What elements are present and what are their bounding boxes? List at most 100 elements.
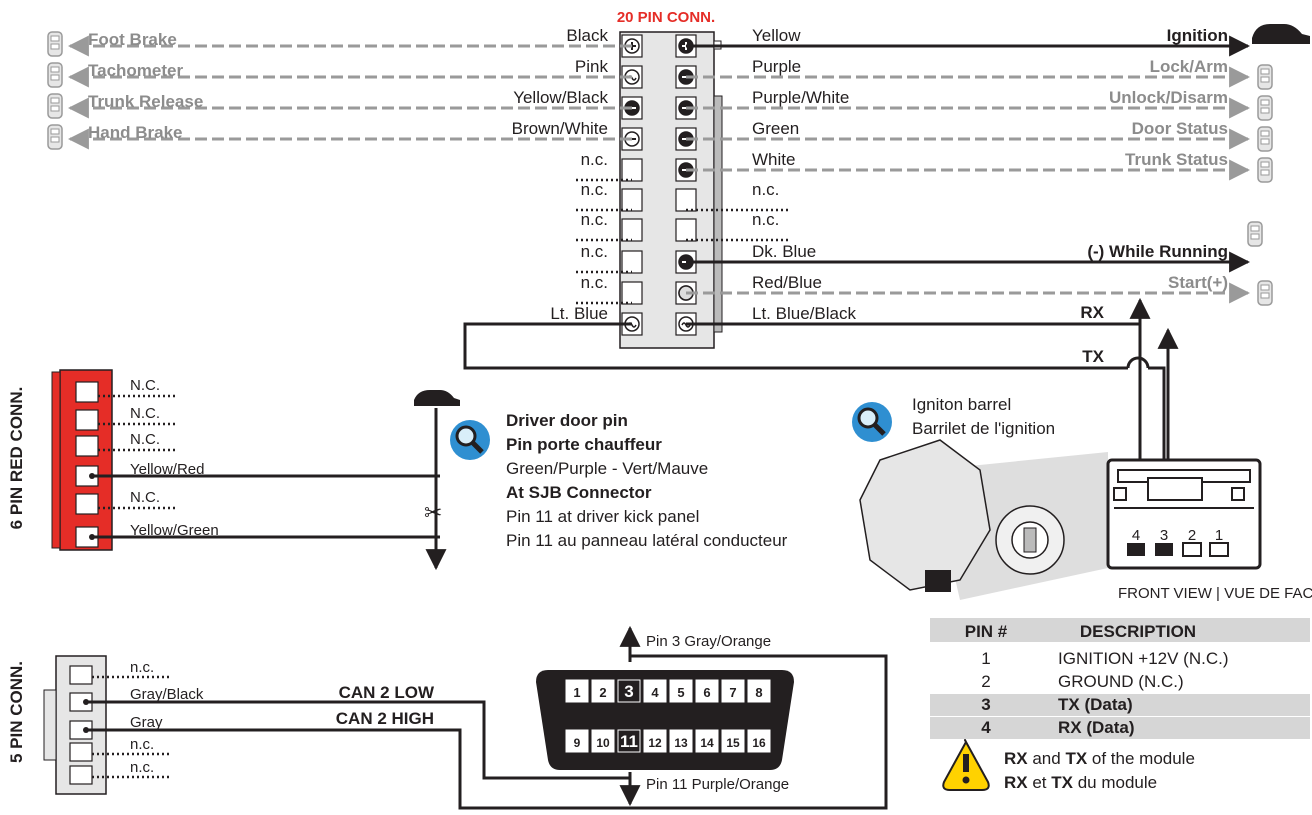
obd-pin11-label: Pin 11 Purple/Orange — [646, 776, 789, 793]
right-wire-label: Purple/White — [752, 88, 849, 107]
right-function-label: (-) While Running — [1087, 242, 1228, 261]
remote-icon — [1257, 126, 1273, 152]
door-pin-line: Green/Purple - Vert/Mauve — [506, 459, 708, 478]
obd-pin — [695, 729, 719, 753]
remote-icon — [47, 93, 63, 119]
obd-pin-number: 2 — [599, 685, 606, 700]
obd-pin — [695, 679, 719, 703]
door-pin-line: At SJB Connector — [506, 483, 652, 502]
cavity — [621, 281, 643, 305]
obd-pin-number: 8 — [755, 685, 762, 700]
obd-pin — [617, 729, 641, 753]
left-wire-label: n.c. — [581, 273, 608, 292]
remote-icon — [47, 124, 63, 150]
door-pin-line: Driver door pin — [506, 411, 628, 430]
obd-pin — [721, 679, 745, 703]
obd-pin-number: 13 — [674, 736, 688, 750]
connector-20pin-labels: BlackPinkYellow/BlackBrown/Whiten.c.n.c.… — [88, 26, 1228, 366]
five-pin-wire-label: n.c. — [130, 736, 154, 753]
right-function-wires — [686, 35, 1251, 304]
door-pin-line: Pin 11 au panneau latéral conducteur — [506, 531, 788, 550]
obd-pin-number: 11 — [620, 732, 638, 751]
cavity — [69, 665, 93, 685]
right-function-label: Lock/Arm — [1150, 57, 1228, 76]
right-function-label: Door Status — [1132, 119, 1228, 138]
can-wires — [86, 625, 888, 810]
obd-pin3-label: Pin 3 Gray/Orange — [646, 633, 771, 650]
obd-pin — [747, 679, 771, 703]
pin-table-desc: TX (Data) — [1058, 695, 1133, 714]
right-wire-label: Yellow — [752, 26, 801, 45]
obd-pin — [617, 679, 641, 703]
right-wire-label: Red/Blue — [752, 273, 822, 292]
cavity — [621, 188, 643, 212]
ignition-pin-number: 3 — [1160, 527, 1168, 544]
right-function-label: Start(+) — [1168, 273, 1228, 292]
six-pin-wire-label: N.C. — [130, 431, 160, 448]
nc-stubs — [576, 178, 790, 305]
ignition-line: Igniton barrel — [912, 395, 1011, 414]
obd-pin — [669, 679, 693, 703]
left-wire-label: Black — [566, 26, 608, 45]
obd-pin-number: 3 — [624, 682, 633, 701]
connector-20pin-title: 20 PIN CONN. — [617, 9, 715, 26]
ignition-line: Barrilet de l'ignition — [912, 419, 1055, 438]
left-wire-label: Yellow/Black — [513, 88, 608, 107]
pin-table-pin: 3 — [981, 695, 990, 714]
obd-pin-number: 10 — [596, 736, 610, 750]
obd-pin — [591, 679, 615, 703]
remote-icon — [1257, 280, 1273, 306]
obd-pin-number: 15 — [726, 736, 740, 750]
door-pin-wires: ✂ — [92, 390, 460, 571]
six-pin-wire-label: N.C. — [130, 377, 160, 394]
five-pin-wire-label: Gray — [130, 714, 163, 731]
left-function-label: Tachometer — [88, 61, 183, 80]
six-pin-wire-label: Yellow/Green — [130, 522, 219, 539]
ignition-barrel-illustration — [859, 439, 1108, 600]
remote-icons-left — [47, 31, 63, 150]
right-wire-label: n.c. — [752, 180, 779, 199]
obd-pin — [721, 729, 745, 753]
car-icon — [1252, 24, 1310, 44]
cavity — [69, 765, 93, 785]
cavity — [75, 409, 99, 431]
cavity — [69, 742, 93, 762]
obd-pin-number: 6 — [703, 685, 710, 700]
door-pin-line: Pin 11 at driver kick panel — [506, 507, 699, 526]
note-line-en: RX and TX of the module — [1004, 749, 1195, 768]
cavity — [75, 435, 99, 457]
pin-table-desc: GROUND (N.C.) — [1058, 672, 1184, 691]
remote-icon — [47, 31, 63, 57]
right-function-label: Ignition — [1167, 26, 1228, 45]
right-wire-label: Dk. Blue — [752, 242, 816, 261]
can-low-label: CAN 2 LOW — [339, 683, 435, 702]
left-function-wires — [67, 35, 632, 150]
left-wire-label: Lt. Blue — [550, 304, 608, 323]
ignition-pin-number: 2 — [1188, 527, 1196, 544]
obd-pin-number: 7 — [729, 685, 736, 700]
six-pin-wire-label: Yellow/Red — [130, 461, 205, 478]
pin-table-pin: 2 — [981, 672, 990, 691]
cavity — [675, 218, 697, 242]
cavity — [621, 218, 643, 242]
right-function-label: Unlock/Disarm — [1109, 88, 1228, 107]
can-high-label: CAN 2 HIGH — [336, 709, 434, 728]
cavity — [75, 381, 99, 403]
module-note: RX and TX of the module RX et TX du modul… — [1004, 749, 1195, 792]
cavity — [621, 158, 643, 182]
magnifier-icon — [852, 402, 892, 442]
note-line-fr: RX et TX du module — [1004, 773, 1157, 792]
obd-pin — [591, 729, 615, 753]
front-view-label: FRONT VIEW | VUE DE FACE — [1118, 585, 1312, 602]
left-wire-label: n.c. — [581, 150, 608, 169]
obd-pin-number: 16 — [752, 736, 766, 750]
remote-icon — [1257, 64, 1273, 90]
remote-icons-right — [1247, 64, 1273, 306]
remote-icon — [1257, 95, 1273, 121]
left-wire-label: n.c. — [581, 242, 608, 261]
